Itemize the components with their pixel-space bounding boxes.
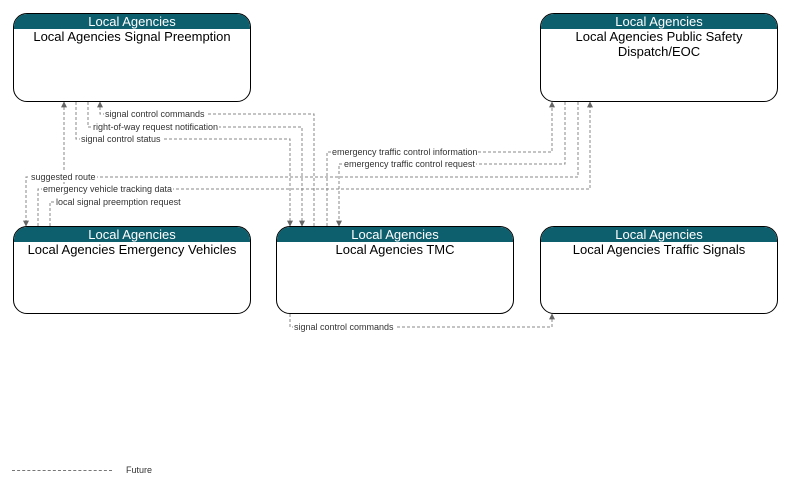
legend-future-label: Future [126,465,153,475]
flow-line-f1 [97,101,315,226]
flow-label-f5: emergency traffic control request [343,159,476,169]
flow-label-f8: local signal preemption request [55,197,182,207]
flow-label-f4: emergency traffic control information [331,147,479,157]
flow-label-f6: suggested route [30,172,97,182]
flow-label-f7: emergency vehicle tracking data [42,184,174,194]
node-traffic-signals[interactable]: Local Agencies Local Agencies Traffic Si… [540,226,778,314]
node-group-label: Local Agencies [541,14,777,29]
node-title: Local Agencies Traffic Signals [572,242,746,257]
node-group-label: Local Agencies [14,227,250,242]
flow-line-f8 [49,101,67,226]
flow-label-f3: signal control status [80,134,162,144]
flow-line-f2 [87,102,305,227]
node-title: Local Agencies Signal Preemption [33,29,231,44]
flow-line-f9 [289,313,555,328]
flow-label-f9: signal control commands [293,322,395,332]
node-signal-preemption[interactable]: Local Agencies Local Agencies Signal Pre… [13,13,251,102]
flow-line-f6 [23,102,579,227]
node-emergency-vehicles[interactable]: Local Agencies Local Agencies Emergency … [13,226,251,314]
node-group-label: Local Agencies [14,14,250,29]
node-public-safety-dispatch[interactable]: Local Agencies Local Agencies Public Saf… [540,13,778,102]
flow-label-f2: right-of-way request notification [92,122,220,132]
node-group-label: Local Agencies [541,227,777,242]
node-tmc[interactable]: Local Agencies Local Agencies TMC [276,226,514,314]
flow-label-f1: signal control commands [104,109,206,119]
flow-line-f3 [75,102,293,227]
legend-future-line [12,470,112,471]
node-title: Local Agencies TMC [335,242,455,257]
flow-line-f7 [37,101,593,226]
node-title: Local Agencies Emergency Vehicles [27,242,237,257]
node-title: Local Agencies Public Safety Dispatch/EO… [575,29,743,59]
node-group-label: Local Agencies [277,227,513,242]
